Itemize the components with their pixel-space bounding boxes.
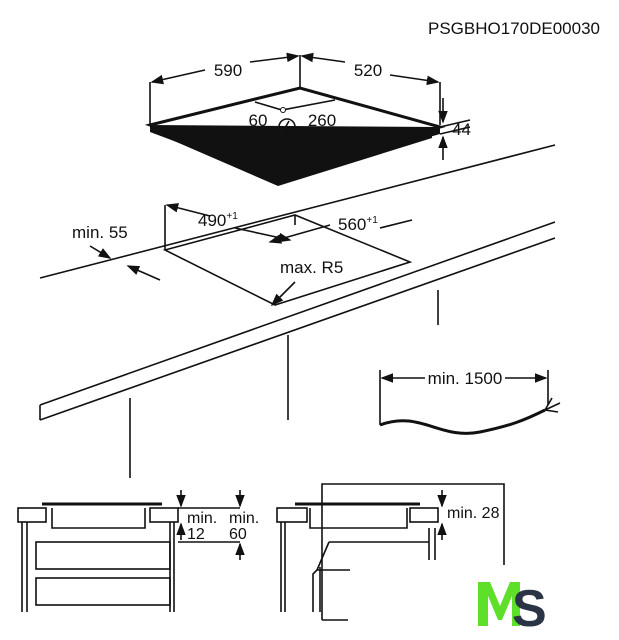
cutout-width: 490+1 bbox=[198, 211, 238, 230]
min-12-label: min. bbox=[187, 510, 217, 527]
svg-text:S: S bbox=[512, 580, 547, 638]
cutout-radius: max. R5 bbox=[280, 258, 343, 277]
cutout-min-edge: min. 55 bbox=[72, 223, 128, 242]
min-60-label: min. bbox=[229, 510, 259, 527]
min-12-value: 12 bbox=[187, 526, 205, 543]
min-60-value: 60 bbox=[229, 526, 247, 543]
cutout-depth: 560+1 bbox=[338, 215, 378, 234]
section-right bbox=[276, 483, 505, 621]
conn-y: 260 bbox=[308, 111, 336, 130]
section-left: min. 12 min. 60 bbox=[17, 490, 259, 612]
model-code: PSGBHO170DE00030 bbox=[428, 19, 600, 38]
power-connection-icon bbox=[278, 118, 296, 136]
cable-drawing: min. 1500 bbox=[379, 369, 561, 435]
min-28: min. 28 bbox=[447, 505, 500, 522]
ms-logo: MS S bbox=[478, 580, 547, 638]
hob-height: 44 bbox=[452, 120, 471, 139]
section-right-body: min. 28 bbox=[280, 490, 500, 612]
worktop-drawing: 490+1 560+1 min. 55 max. R5 bbox=[39, 144, 556, 478]
hob-depth: 520 bbox=[354, 61, 382, 80]
cable-length: min. 1500 bbox=[428, 369, 503, 388]
hob-drawing: 590 520 60 260 44 bbox=[144, 52, 471, 186]
hob-width: 590 bbox=[214, 61, 242, 80]
conn-x: 60 bbox=[249, 111, 268, 130]
